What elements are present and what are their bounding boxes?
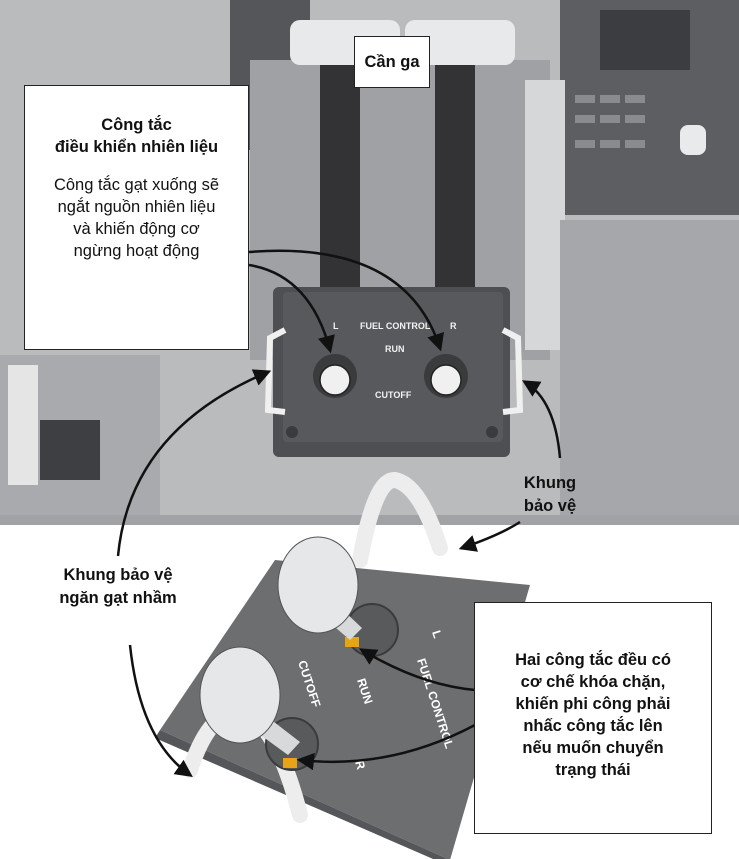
throttle-slot-right xyxy=(435,60,475,310)
fuel-switch-title-line: Công tắc xyxy=(101,116,172,134)
guard-right-label: Khung bảo vệ xyxy=(500,472,600,518)
lock-line: cơ chế khóa chặn, xyxy=(520,673,666,691)
panel-label-run: RUN xyxy=(385,344,405,354)
throttle-handle-right xyxy=(405,20,515,65)
lock-line: trạng thái xyxy=(555,761,631,779)
closeup-lock-tab-upper xyxy=(345,637,359,647)
arrow-to-left-switch xyxy=(248,263,335,354)
fuel-switch-desc-line: Công tắc gạt xuống sẽ xyxy=(53,176,220,194)
panel-label-left: L xyxy=(333,321,339,331)
left-lever-slot xyxy=(8,365,38,485)
lock-line: Hai công tắc đều có xyxy=(515,651,671,669)
arrow-to-closeup-guard-front xyxy=(128,644,193,778)
fuel-panel-face xyxy=(283,292,503,442)
throttle-slot-left xyxy=(320,60,360,310)
closeup-plate xyxy=(160,560,530,859)
fuel-switch-callout: Công tắc điều khiển nhiên liệu Công tắc … xyxy=(24,85,249,350)
guard-left-line: Khung bảo vệ xyxy=(63,566,173,584)
fuel-switch-desc-line: ngừng hoạt động xyxy=(73,242,200,260)
arrow-to-lock-tab-lower xyxy=(296,723,476,771)
panel-screws xyxy=(286,426,498,438)
right-fuel-switch[interactable] xyxy=(430,364,462,396)
closeup-lock-tab-lower xyxy=(283,758,297,768)
arrow-to-lock-tab-upper xyxy=(359,648,476,692)
lock-line: nhấc công tắc lên xyxy=(523,717,663,735)
throttle-callout: Cần ga xyxy=(354,36,430,88)
panel-guard-right xyxy=(501,327,524,415)
closeup-label-left: L xyxy=(429,629,445,640)
panel-label-cutoff: CUTOFF xyxy=(375,390,412,400)
guard-left-label: Khung bảo vệ ngăn gạt nhầm xyxy=(18,564,218,610)
closeup-switch-knob-upper[interactable] xyxy=(277,536,359,634)
left-fuel-switch[interactable] xyxy=(319,364,351,396)
arrow-to-right-guard xyxy=(521,380,562,459)
closeup-guard-back xyxy=(352,472,448,568)
arrow-to-right-switch xyxy=(248,249,444,352)
guard-right-line: Khung xyxy=(523,474,577,492)
right-lever xyxy=(525,80,565,350)
guard-left-line: ngăn gạt nhầm xyxy=(59,589,177,607)
arrow-to-panel-guard-left xyxy=(116,369,272,557)
knob-right xyxy=(680,125,706,155)
panel-label-right: R xyxy=(450,321,457,331)
throttle-label: Cần ga xyxy=(364,52,420,71)
guard-right-line: bảo vệ xyxy=(523,497,577,515)
fuel-switch-desc-line: ngắt nguồn nhiên liệu xyxy=(57,198,216,216)
right-side-console xyxy=(560,220,739,525)
right-screen xyxy=(600,10,690,70)
arrow-to-closeup-guard xyxy=(458,520,521,552)
right-panel-buttons xyxy=(575,95,645,148)
panel-label-title: FUEL CONTROL xyxy=(360,321,431,331)
closeup-switch-knob-lower[interactable] xyxy=(199,646,281,744)
left-dark-block xyxy=(40,420,100,480)
fuel-switch-desc-line: và khiến động cơ xyxy=(73,220,200,238)
fuel-switch-title: Công tắc điều khiển nhiên liệu xyxy=(33,114,240,158)
fuel-switch-description: Công tắc gạt xuống sẽ ngắt nguồn nhiên l… xyxy=(33,174,240,262)
fuel-switch-title-line: điều khiển nhiên liệu xyxy=(54,138,219,156)
lock-mechanism-callout: Hai công tắc đều có cơ chế khóa chặn, kh… xyxy=(474,602,712,834)
lock-line: nếu muốn chuyển xyxy=(522,739,664,757)
lock-line: khiến phi công phải xyxy=(515,695,671,713)
